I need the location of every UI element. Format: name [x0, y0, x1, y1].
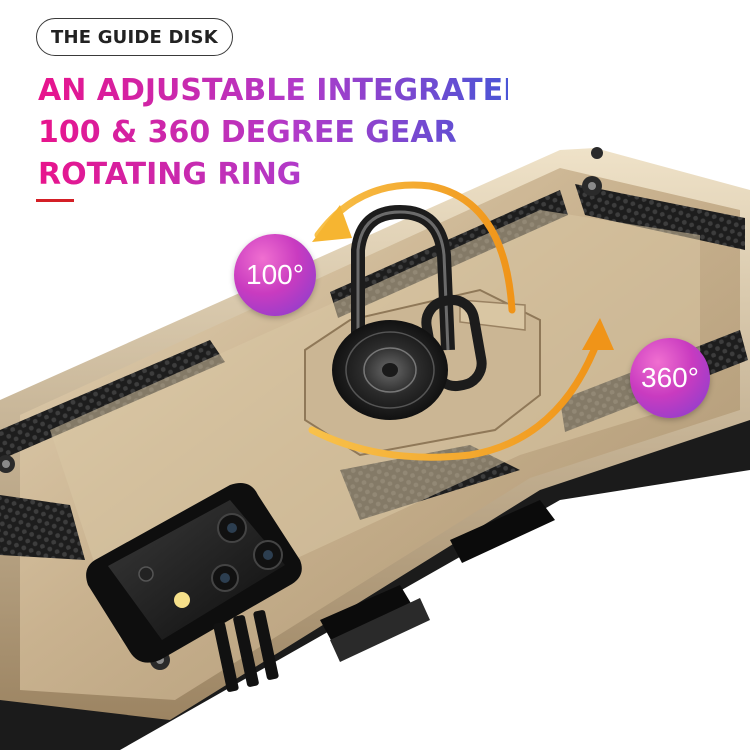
accent-underline	[36, 199, 74, 202]
rotation-360-badge: 360°	[630, 338, 710, 418]
feature-headline: AN ADJUSTABLE INTEGRATED 100 & 360 DEGRE…	[38, 70, 528, 196]
headline-line-3: ROTATING RING	[38, 154, 508, 196]
rotate-100-arrow	[314, 181, 516, 314]
headline-line-2: 100 & 360 DEGREE GEAR	[38, 112, 508, 154]
headline-line-1: AN ADJUSTABLE INTEGRATED	[38, 70, 528, 112]
guide-disk-tag: THE GUIDE DISK	[36, 18, 233, 56]
rotation-100-badge: 100°	[234, 234, 316, 316]
camera-module	[86, 482, 302, 663]
side-button-upper	[450, 500, 555, 563]
side-button-lower	[320, 585, 412, 642]
rotate-360-arrow	[308, 336, 602, 461]
